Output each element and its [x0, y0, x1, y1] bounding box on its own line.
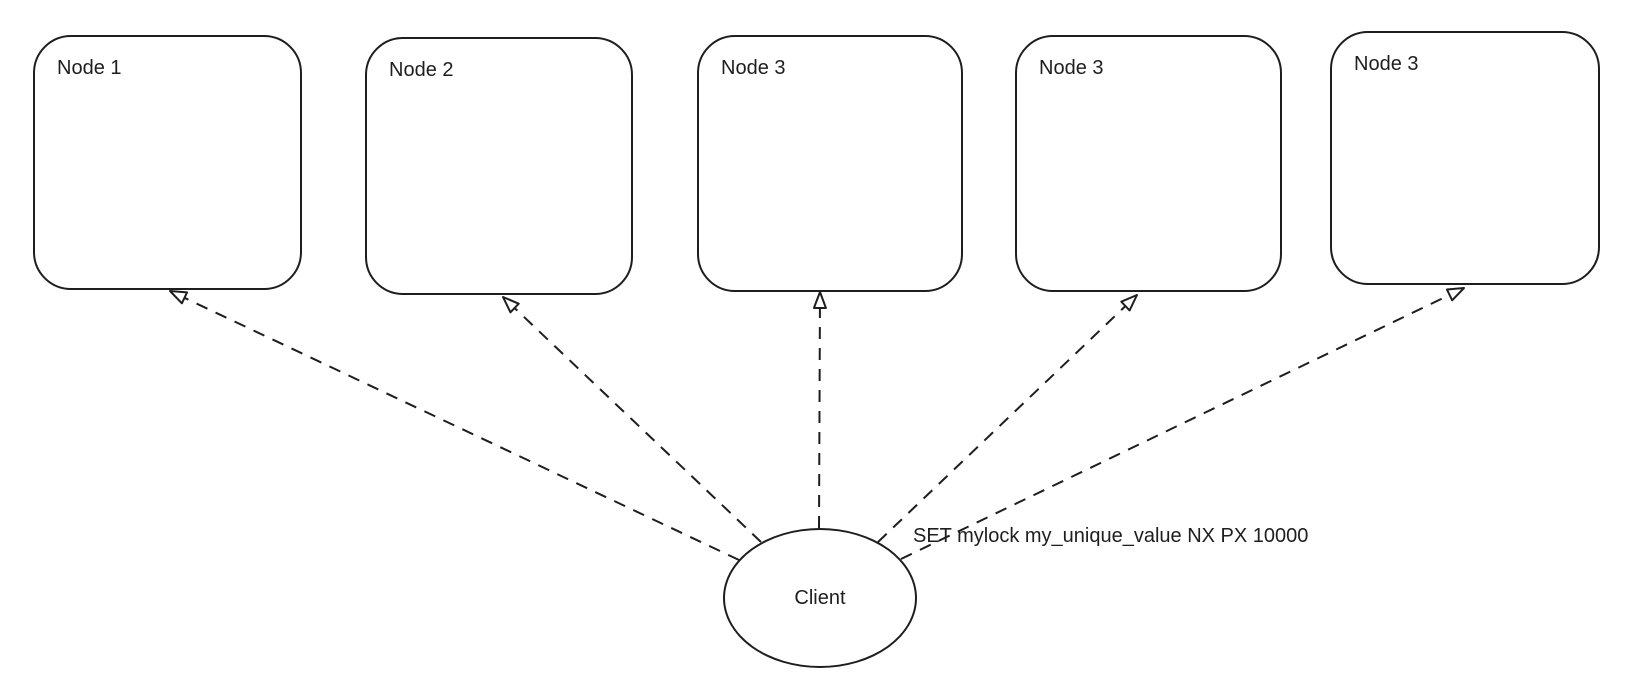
arrow-client-to-node-3	[812, 291, 827, 529]
client-label: Client	[794, 587, 846, 609]
node-label-4: Node 3	[1039, 57, 1104, 79]
node-box-1: Node 1	[33, 35, 302, 290]
node-box-2: Node 2	[365, 37, 633, 295]
arrow-client-to-node-2	[502, 296, 762, 543]
node-box-3: Node 3	[697, 35, 963, 292]
set-command-annotation: SET mylock my_unique_value NX PX 10000	[913, 525, 1309, 547]
node-label-5: Node 3	[1354, 53, 1419, 75]
arrow-client-to-node-5	[900, 287, 1465, 560]
node-box-4: Node 3	[1015, 35, 1282, 292]
node-box-5: Node 3	[1330, 31, 1600, 285]
arrow-client-to-node-4	[877, 294, 1138, 543]
arrow-client-to-node-1	[169, 290, 740, 561]
node-label-3: Node 3	[721, 57, 786, 79]
client-ellipse: Client	[723, 528, 917, 668]
node-label-2: Node 2	[389, 59, 454, 81]
node-label-1: Node 1	[57, 57, 122, 79]
